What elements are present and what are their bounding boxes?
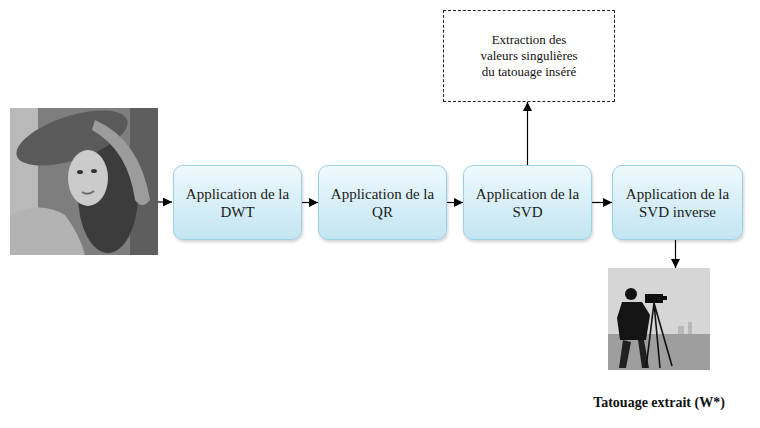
eye-shape bbox=[77, 170, 83, 174]
flow-arrow bbox=[527, 102, 528, 165]
coat-shape bbox=[617, 302, 650, 340]
process-box: Application de la QR bbox=[318, 165, 447, 240]
dashed-output-box: Extraction des valeurs singulières du ta… bbox=[443, 10, 615, 102]
flow-arrow bbox=[302, 202, 318, 203]
node-label: Tatouage extrait (W*) bbox=[579, 395, 739, 411]
host-image bbox=[10, 108, 158, 255]
mouth-shape bbox=[82, 191, 94, 194]
legs-shape bbox=[619, 340, 649, 368]
node-label: Application de la DWT bbox=[174, 185, 301, 221]
node-label: Application de la SVD bbox=[464, 185, 591, 221]
node-label: Application de la QR bbox=[319, 185, 446, 221]
node-label: Application de la SVD inverse bbox=[613, 185, 742, 221]
shoulder-shape bbox=[10, 208, 85, 256]
face-shape bbox=[68, 150, 108, 206]
building-shape bbox=[688, 322, 692, 334]
node-label: Extraction des valeurs singulières du ta… bbox=[473, 32, 585, 81]
camera-lens bbox=[661, 296, 667, 300]
eye-shape bbox=[91, 169, 97, 173]
tripod-shape bbox=[646, 303, 672, 368]
flow-arrow bbox=[447, 202, 463, 203]
process-box: Application de la DWT bbox=[173, 165, 302, 240]
flow-arrow bbox=[592, 202, 612, 203]
head-shape bbox=[625, 288, 637, 300]
process-box: Application de la SVD bbox=[463, 165, 592, 240]
image-node: Tatouage extrait (W*) bbox=[579, 268, 739, 411]
process-box: Application de la SVD inverse bbox=[612, 165, 743, 240]
camera-shape bbox=[645, 294, 663, 303]
input-arrow bbox=[158, 201, 172, 202]
sky-shape bbox=[608, 268, 710, 370]
flow-arrow bbox=[675, 240, 676, 268]
building-shape bbox=[678, 326, 684, 334]
watermark-image bbox=[608, 268, 710, 370]
